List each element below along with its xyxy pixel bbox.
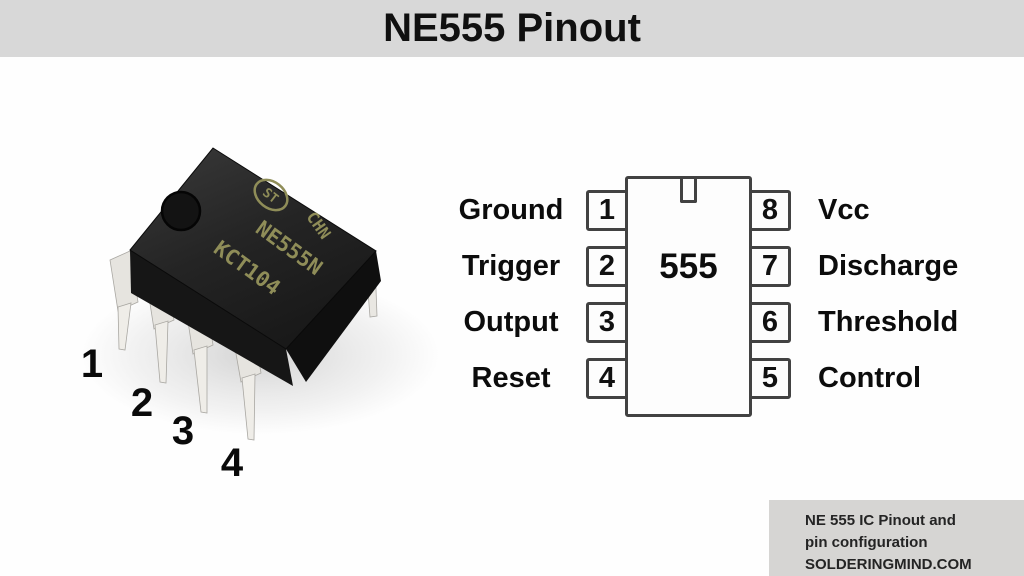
photo-pin-number-1: 1 [81, 342, 103, 386]
pin-label-reset: Reset [471, 362, 551, 394]
pin-label-ground: Ground [458, 194, 564, 226]
photo-pin-numbers: 1 2 3 4 [81, 342, 244, 485]
pin-label-discharge: Discharge [818, 250, 959, 282]
pin-label-trigger: Trigger [461, 250, 561, 282]
pin-box-7: 7 [749, 246, 791, 287]
pin-leg [117, 302, 132, 351]
photo-pin-number-2: 2 [131, 381, 153, 425]
pin-label-output: Output [463, 306, 559, 338]
credit-line-3: SOLDERINGMIND.COM [805, 556, 972, 573]
page-title: NE555 Pinout [383, 6, 641, 50]
credit-line-2: pin configuration [805, 534, 928, 551]
chip-photo-illustration: ST CHN NE555N KCT104 1 2 3 4 [80, 147, 440, 485]
pin-box-2: 2 [586, 246, 628, 287]
pin-leg [241, 373, 256, 441]
photo-pin-number-4: 4 [221, 441, 244, 485]
ic-label: 555 [659, 247, 718, 286]
chip-right-face [286, 251, 381, 382]
pin-box-6: 6 [749, 302, 791, 343]
header-banner: NE555 Pinout [0, 0, 1024, 57]
photo-pin-number-3: 3 [172, 409, 194, 453]
ic-body [625, 176, 752, 417]
ic-notch-icon [680, 179, 697, 203]
st-logo-icon [253, 178, 289, 212]
pin-leg [154, 320, 169, 384]
pin-box-3: 3 [586, 302, 628, 343]
chip-photo-region: ST CHN NE555N KCT104 1 2 3 4 [60, 110, 440, 490]
pin-box-4: 4 [586, 358, 628, 399]
pin-label-threshold: Threshold [818, 306, 959, 338]
pin-label-control: Control [818, 362, 922, 394]
credit-line-1: NE 555 IC Pinout and [805, 512, 956, 529]
chip-left-face [130, 250, 293, 386]
pin-leg [193, 345, 208, 414]
pin-box-5: 5 [749, 358, 791, 399]
pin1-dimple-icon [160, 190, 202, 232]
pin-box-1: 1 [586, 190, 628, 231]
credit-box: NE 555 IC Pinout and pin configuration S… [769, 500, 1024, 576]
pin-label-vcc: Vcc [818, 194, 870, 226]
pin-box-8: 8 [749, 190, 791, 231]
